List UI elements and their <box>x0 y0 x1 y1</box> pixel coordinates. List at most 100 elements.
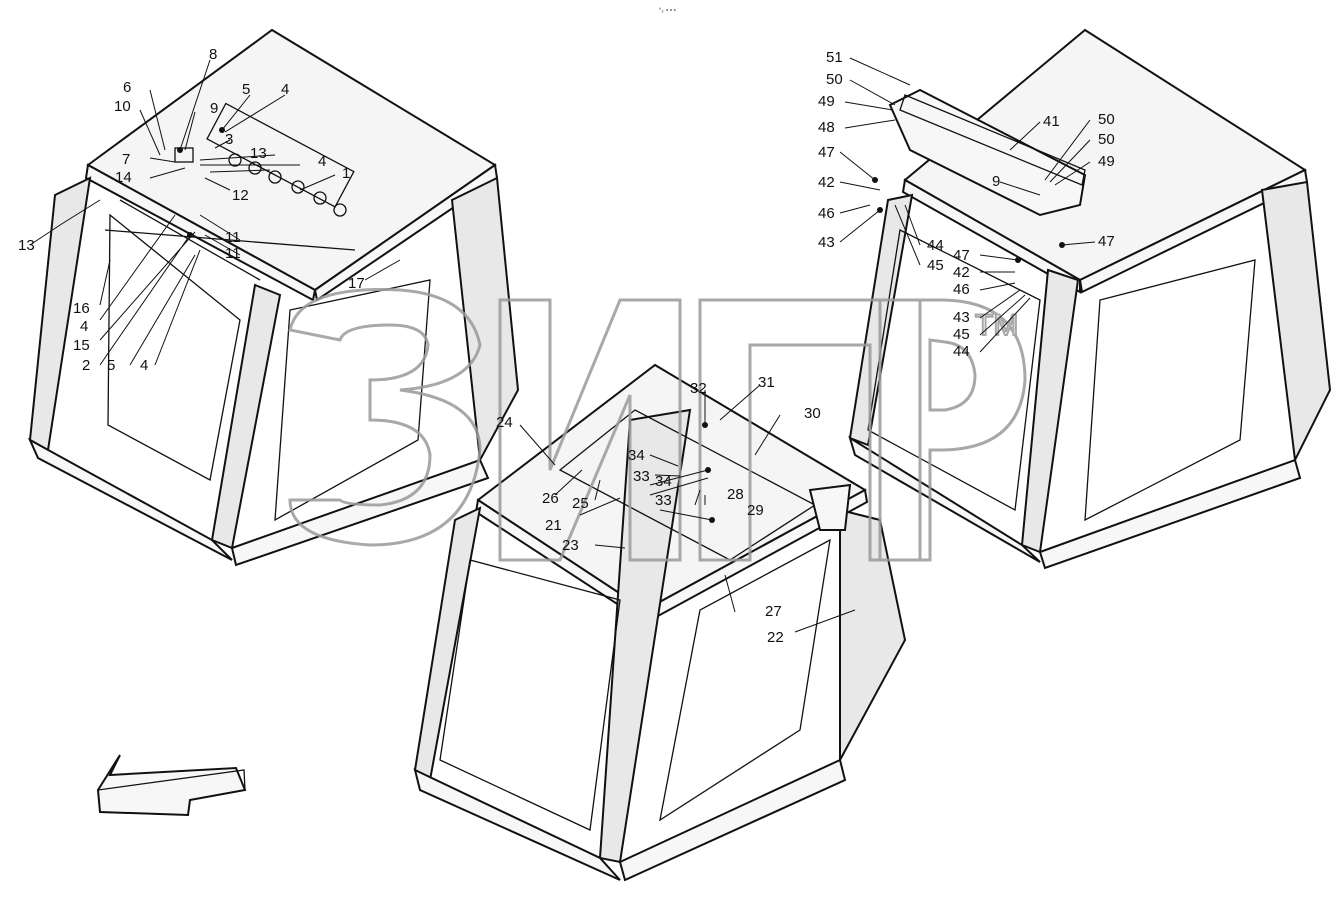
callout-22: 22 <box>767 629 784 646</box>
callout-5-top: 5 <box>242 81 250 98</box>
callout-43-mid: 43 <box>953 309 970 326</box>
cab-right <box>848 28 1332 570</box>
callout-32: 32 <box>690 380 707 397</box>
callout-29: 29 <box>747 502 764 519</box>
callout-51: 51 <box>826 49 843 66</box>
fastener <box>219 127 225 133</box>
cab-center-door-opening <box>439 559 621 831</box>
cab-right-air-duct <box>888 88 1087 217</box>
callout-4-a: 4 <box>80 318 88 335</box>
cab-center-rear-pillar <box>839 508 907 761</box>
callout-21: 21 <box>545 517 562 534</box>
callout-50-mid: 50 <box>1098 111 1115 128</box>
callout-10: 10 <box>114 98 131 115</box>
vent-hole <box>228 153 242 167</box>
fastener <box>177 147 183 153</box>
callout-4-top: 4 <box>281 81 289 98</box>
callout-30: 30 <box>804 405 821 422</box>
callouts-cab-left: 8 6 10 9 5 4 3 13 4 7 14 1 12 13 11 11 1… <box>18 46 401 374</box>
cab-left-floor-front <box>27 437 233 561</box>
vent-hole <box>333 203 347 217</box>
cab-right-floor-front <box>848 435 1041 563</box>
cab-left-roof-rails <box>104 199 356 281</box>
callout-47-mid: 47 <box>953 247 970 264</box>
watermark-letter-p <box>698 298 922 562</box>
callout-8: 8 <box>209 46 217 63</box>
vent-hole <box>268 170 282 184</box>
callout-26: 26 <box>542 490 559 507</box>
callout-48: 48 <box>818 119 835 136</box>
callout-43-top: 43 <box>818 234 835 251</box>
callout-45-mid: 45 <box>953 326 970 343</box>
callout-11-b: 11 <box>225 245 241 262</box>
callout-2: 2 <box>82 357 90 374</box>
fastener <box>702 422 708 428</box>
callout-46-top: 46 <box>818 205 835 222</box>
callout-15: 15 <box>73 337 90 354</box>
fastener <box>709 517 715 523</box>
callout-11-a: 11 <box>225 229 241 246</box>
callout-24: 24 <box>496 414 513 431</box>
arrow-shape <box>96 754 247 817</box>
fastener <box>877 207 883 213</box>
callout-6: 6 <box>123 79 131 96</box>
cab-center-floor-side <box>618 758 847 882</box>
callout-42-mid: 42 <box>953 264 970 281</box>
fastener <box>705 467 711 473</box>
cab-right-side-opening <box>1084 259 1256 522</box>
direction-arrow <box>96 754 247 817</box>
callout-5-bottom: 5 <box>107 357 115 374</box>
callout-13-left: 13 <box>18 237 35 254</box>
callout-44-mid: 44 <box>953 343 970 360</box>
fastener <box>187 232 193 238</box>
callout-31: 31 <box>758 374 775 391</box>
cab-left-side-opening <box>274 279 431 522</box>
callout-4-mid: 4 <box>318 153 326 170</box>
vent-hole <box>248 161 262 175</box>
watermark-letter-b <box>878 298 1027 562</box>
callout-34-b: 34 <box>655 473 672 490</box>
duct-top-rail <box>899 94 1086 186</box>
callout-27: 27 <box>765 603 782 620</box>
callout-49-top: 49 <box>818 93 835 110</box>
cab-left-floor-side <box>230 458 490 567</box>
watermark-letter-z <box>288 288 482 547</box>
fastener <box>1015 257 1021 263</box>
watermark-tm: TM <box>975 309 1018 342</box>
callout-41: 41 <box>1043 113 1060 130</box>
callout-42-top: 42 <box>818 174 835 191</box>
bracket <box>174 147 194 163</box>
callouts-cab-center: 24 32 31 30 34 33 34 33 26 25 28 29 21 2… <box>496 374 856 646</box>
arrow-base <box>97 769 246 816</box>
cab-center-side-opening <box>659 538 831 822</box>
callout-9-left: 9 <box>210 100 218 117</box>
callout-1: 1 <box>342 165 350 182</box>
vent-hole <box>291 180 305 194</box>
callout-7: 7 <box>122 151 130 168</box>
callout-46-mid: 46 <box>953 281 970 298</box>
callout-34-a: 34 <box>628 447 645 464</box>
cab-left-door-opening <box>107 213 241 481</box>
cab-center-duct <box>808 483 852 531</box>
watermark-letter-i <box>498 298 682 562</box>
fastener <box>1059 242 1065 248</box>
fastener <box>872 177 878 183</box>
callouts-cab-right: 51 50 49 48 41 50 50 49 47 9 42 46 43 44… <box>818 49 1115 360</box>
callout-49-right: 49 <box>1098 153 1115 170</box>
callout-13-top: 13 <box>250 145 267 162</box>
watermark: TM <box>288 288 1027 562</box>
callout-14: 14 <box>115 169 132 186</box>
callout-12: 12 <box>232 187 249 204</box>
callout-33-b: 33 <box>655 492 672 509</box>
callout-23: 23 <box>562 537 579 554</box>
callout-3: 3 <box>225 131 233 148</box>
vent-hole <box>313 191 327 205</box>
callout-50-top: 50 <box>826 71 843 88</box>
callout-47-top: 47 <box>818 144 835 161</box>
callout-16: 16 <box>73 300 90 317</box>
cab-right-floor-side <box>1038 458 1302 570</box>
cab-right-roof-edge <box>901 178 1081 294</box>
cab-center <box>413 363 907 882</box>
callout-25: 25 <box>572 495 589 512</box>
